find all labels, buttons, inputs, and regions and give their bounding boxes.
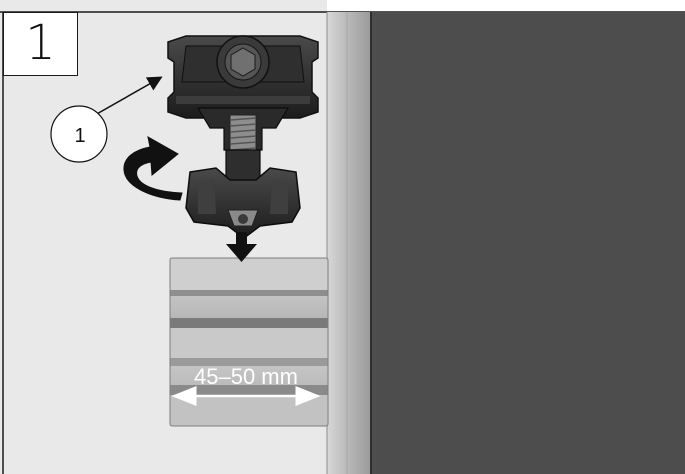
dimension-label: 45–50 mm xyxy=(194,364,298,389)
clamp-base xyxy=(185,167,301,239)
callout-number: 1 xyxy=(74,125,85,147)
solar-panel xyxy=(371,12,685,474)
mid-clamp xyxy=(167,35,319,239)
down-arrow-icon xyxy=(226,232,257,262)
module-frame xyxy=(327,12,371,474)
step-number: 1 xyxy=(25,15,56,71)
step-number-box: 1 xyxy=(3,12,78,76)
bolt-head xyxy=(230,47,256,77)
callout-leader xyxy=(94,76,163,116)
mounting-rail xyxy=(169,257,329,427)
curved-rotate-arrow-icon xyxy=(123,136,183,201)
callout-circle xyxy=(50,105,108,163)
